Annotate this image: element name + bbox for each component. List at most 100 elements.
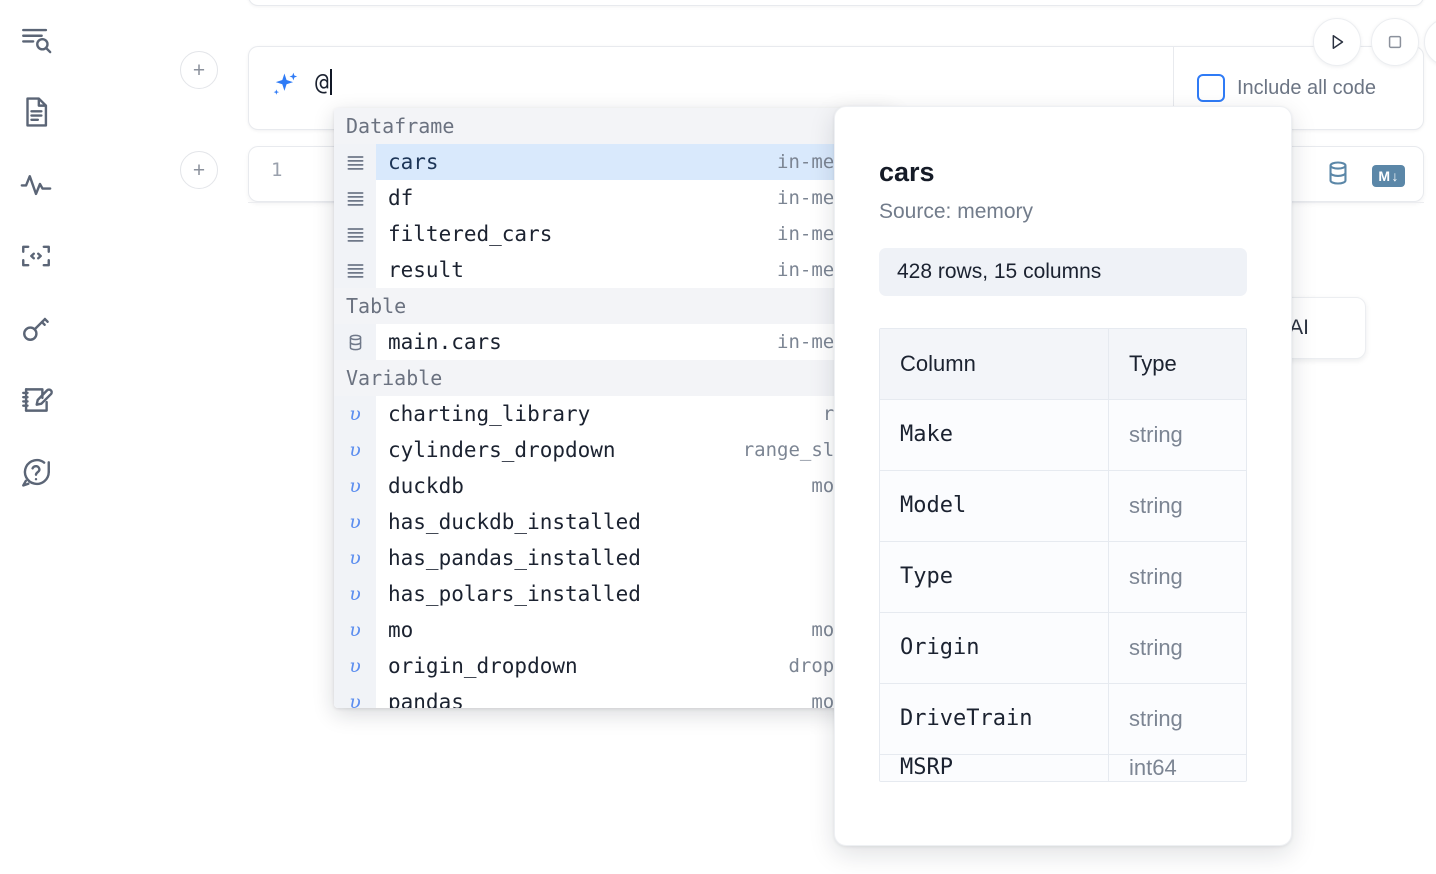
add-cell-button-above[interactable]: +	[180, 51, 218, 89]
autocomplete-item[interactable]: υpandasmodule	[334, 684, 894, 708]
autocomplete-item-name: has_polars_installed	[388, 582, 641, 606]
variable-icon: υ	[334, 648, 376, 684]
variable-icon: υ	[334, 612, 376, 648]
run-cell-button[interactable]	[1313, 18, 1361, 66]
preview-column-name: Type	[880, 542, 1108, 612]
markdown-badge-arrow: ↓	[1391, 167, 1399, 184]
preview-column-type: string	[1108, 613, 1246, 683]
database-table-icon	[334, 324, 376, 360]
code-line-number: 1	[271, 159, 283, 181]
dataframe-rows-icon	[334, 216, 376, 252]
preview-title: cars	[879, 157, 935, 187]
autocomplete-item[interactable]: υmomodule	[334, 612, 894, 648]
add-cell-button-below[interactable]: +	[180, 151, 218, 189]
sparkle-ai-icon	[267, 69, 301, 103]
preview-column-name: Make	[880, 400, 1108, 470]
autocomplete-group-label: Dataframe	[334, 108, 894, 144]
markdown-icon[interactable]: M↓	[1372, 164, 1405, 187]
autocomplete-item-name: pandas	[388, 690, 464, 708]
variable-icon: υ	[334, 684, 376, 708]
database-icon[interactable]	[1324, 159, 1352, 192]
autocomplete-item-name: filtered_cars	[388, 222, 553, 246]
autocomplete-item[interactable]: υduckdbmodule	[334, 468, 894, 504]
secrets-key-icon[interactable]	[14, 306, 58, 350]
ai-prompt-input[interactable]: @	[315, 68, 333, 98]
autocomplete-item-name: charting_library	[388, 402, 591, 426]
explore-search-icon[interactable]	[14, 18, 58, 62]
autocomplete-item-name: has_pandas_installed	[388, 546, 641, 570]
autocomplete-item-name: cylinders_dropdown	[388, 438, 616, 462]
autocomplete-group-label: Table	[334, 288, 894, 324]
ai-cell-divider	[1173, 47, 1174, 129]
notebook-file-icon[interactable]	[14, 90, 58, 134]
dataframe-rows-icon	[334, 180, 376, 216]
autocomplete-group-label: Variable	[334, 360, 894, 396]
text-caret	[330, 69, 333, 95]
preview-column-type: string	[1108, 471, 1246, 541]
activity-pulse-icon[interactable]	[14, 162, 58, 206]
preview-column-type: string	[1108, 684, 1246, 754]
include-all-code-label: Include all code	[1237, 76, 1376, 99]
code-cell-toolbar: M↓	[1324, 159, 1405, 192]
preview-stats-badge: 428 rows, 15 columns	[879, 248, 1247, 296]
preview-column-type: string	[1108, 542, 1246, 612]
help-chat-icon[interactable]	[14, 450, 58, 494]
dataframe-rows-icon	[334, 144, 376, 180]
preview-column-name: DriveTrain	[880, 684, 1108, 754]
more-actions-button[interactable]	[1424, 18, 1436, 66]
preview-table-header-cell: Column	[880, 329, 1108, 399]
autocomplete-item-name: result	[388, 258, 464, 282]
previous-cell-sliver	[248, 0, 1424, 6]
stop-cell-button[interactable]	[1371, 18, 1419, 66]
dataframe-preview-panel: cars Source: memory 428 rows, 15 columns…	[834, 106, 1292, 846]
autocomplete-item-name: origin_dropdown	[388, 654, 578, 678]
autocomplete-item-name: cars	[388, 150, 439, 174]
variable-icon: υ	[334, 396, 376, 432]
ai-prompt-value: @	[315, 70, 330, 96]
snippets-code-icon[interactable]	[14, 234, 58, 278]
preview-source: Source: memory	[879, 200, 1034, 223]
markdown-badge-letter: M	[1378, 167, 1391, 184]
autocomplete-item-name: duckdb	[388, 474, 464, 498]
include-all-code-checkbox[interactable]	[1197, 74, 1225, 102]
variable-icon: υ	[334, 468, 376, 504]
variable-icon: υ	[334, 504, 376, 540]
include-all-code-toggle[interactable]: Include all code	[1197, 47, 1376, 129]
generate-with-ai-label: AI	[1289, 316, 1309, 339]
variable-icon: υ	[334, 540, 376, 576]
preview-table-header-cell: Type	[1108, 329, 1246, 399]
preview-column-type: string	[1108, 400, 1246, 470]
variable-icon: υ	[334, 576, 376, 612]
dataframe-rows-icon	[334, 252, 376, 288]
preview-column-type: int64	[1108, 755, 1246, 781]
preview-column-name: Model	[880, 471, 1108, 541]
ai-input-area[interactable]: @	[249, 47, 1173, 129]
autocomplete-item-name: mo	[388, 618, 414, 642]
left-icon-rail	[0, 0, 72, 874]
autocomplete-item-name: df	[388, 186, 414, 210]
autocomplete-item-name: main.cars	[388, 330, 502, 354]
autocomplete-item-name: has_duckdb_installed	[388, 510, 641, 534]
preview-column-name: MSRP	[880, 755, 1108, 781]
scratchpad-edit-icon[interactable]	[14, 378, 58, 422]
